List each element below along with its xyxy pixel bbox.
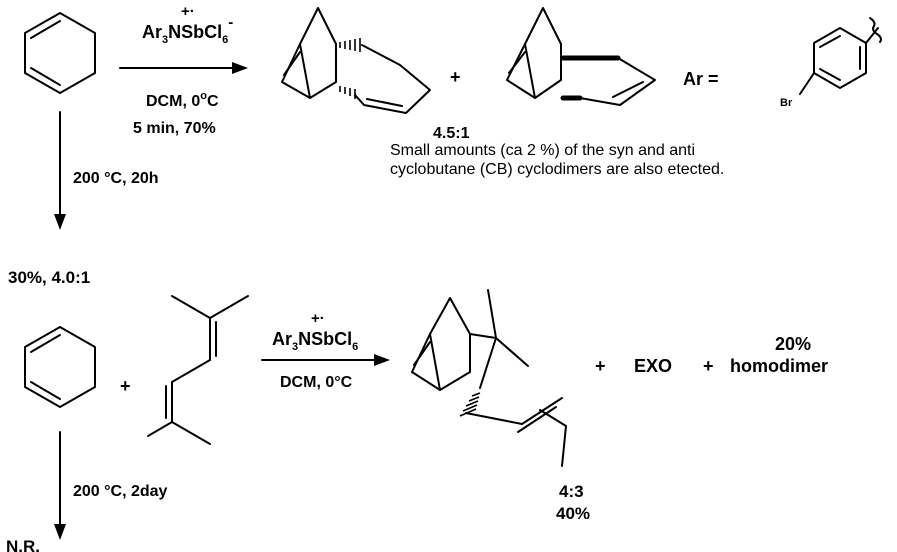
conditions-2: DCM, 0°C [280, 374, 353, 391]
note-line-2: cyclobutane (CB) cyclodimers are also et… [390, 161, 725, 178]
plus-sign-3: + [703, 356, 714, 376]
homodimer-label: homodimer [730, 356, 828, 376]
product-yield-2: 40% [556, 504, 590, 523]
bromophenyl-group [799, 17, 882, 95]
radical-cation-mark-2: +· [311, 310, 325, 327]
plus-sign-1: + [450, 67, 461, 87]
hashed-bond-substituent [459, 392, 481, 417]
product-ratio-1: 4.5:1 [433, 125, 470, 142]
homodimer-percent: 20% [775, 334, 811, 354]
thermal-conditions-2: 200 °C, 2day [73, 483, 168, 500]
radical-cation-mark-1: +· [181, 3, 195, 20]
plus-sign-reactants: + [120, 376, 131, 396]
dimethylhexadiene-reactant [147, 295, 249, 445]
conditions-1: DCM, 0oC [146, 90, 219, 110]
exo-product-1 [506, 7, 656, 106]
reaction-arrow-2 [261, 354, 390, 366]
exo-label: EXO [634, 356, 672, 376]
thermal-arrow-1 [54, 111, 66, 230]
thermal-conditions-1: 200 °C, 20h [73, 170, 159, 187]
thermal-result-1: 30%, 4.0:1 [8, 268, 90, 287]
endo-product-1 [281, 7, 431, 114]
diels-alder-product-2 [411, 289, 567, 467]
reagent-label-2: Ar3NSbCl6 [272, 329, 358, 353]
plus-sign-2: + [595, 356, 606, 376]
ar-definition-label: Ar = [683, 69, 719, 89]
conditions-time-yield-1: 5 min, 70% [133, 120, 216, 137]
thermal-arrow-2 [54, 431, 66, 540]
product-ratio-2: 4:3 [559, 482, 584, 501]
side-product-note: Small amounts (ca 2 %) of the syn and an… [390, 141, 895, 179]
bromine-label: Br [780, 97, 793, 109]
cyclohexadiene-reactant-1 [24, 12, 96, 94]
reaction-arrow-1 [119, 62, 248, 74]
hashed-bond-down [339, 86, 356, 99]
thermal-result-2: N.R. [6, 537, 40, 552]
note-line-1: Small amounts (ca 2 %) of the syn and an… [390, 142, 696, 159]
cyclohexadiene-reactant-2 [24, 326, 96, 408]
reagent-label-1: Ar3NSbCl6- [142, 14, 233, 46]
hashed-bond-up [339, 38, 361, 52]
